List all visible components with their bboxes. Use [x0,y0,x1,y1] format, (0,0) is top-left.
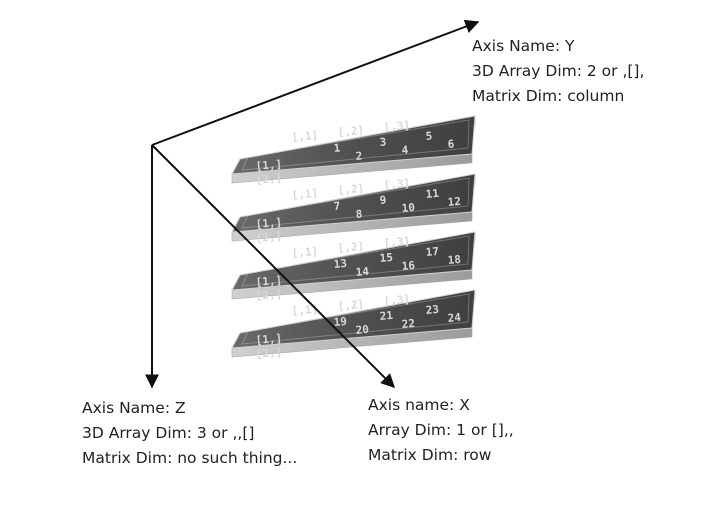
cell-value: 13 [333,257,347,271]
cell-value: 21 [379,309,394,323]
column-header: [,3] [383,293,411,308]
slab-highlight [241,235,470,287]
cell-value: 11 [425,187,440,201]
slab-top [231,115,476,175]
cell-value: 10 [401,201,415,215]
row-header: [2,] [255,288,283,303]
x-axis-name: Axis name: X [368,396,470,414]
cell-value: 12 [447,195,461,209]
cell-value: 4 [401,143,409,157]
axis-arrows [145,19,480,389]
column-header: [,2] [337,298,365,313]
column-header: [,1] [291,303,319,318]
cell-value: 5 [425,129,433,143]
column-header: [,3] [383,119,411,134]
row-header: [2,] [255,172,283,187]
matrix-layer: [,1] [,2] [,3] [1,][2,] 12 34 56 [231,115,476,187]
cell-value: 8 [355,207,363,221]
matrix-layers: [,1][,2][,3][1,][2,]192021222324[,1][,2]… [231,115,476,361]
z-axis-array-dim: 3D Array Dim: 3 or ,,[] [82,424,255,442]
column-header: [,1] [291,129,319,144]
y-axis-label: Axis Name: Y 3D Array Dim: 2 or ,[], Mat… [472,34,644,109]
cell-value: 19 [333,315,347,329]
x-axis-arrow [151,144,395,388]
z-axis-name: Axis Name: Z [82,399,186,417]
cell-value: 2 [355,149,363,163]
cell-value: 7 [333,199,341,213]
cell-value: 14 [355,265,370,279]
x-axis-label: Axis name: X Array Dim: 1 or [],, Matrix… [368,393,514,468]
column-header: [,3] [383,235,411,250]
cell-value: 17 [425,245,439,259]
column-header: [,2] [337,182,365,197]
cell-value: 20 [355,323,369,337]
row-header: [2,] [255,230,283,245]
row-header: [2,] [255,346,283,361]
cell-value: 15 [379,251,393,265]
y-axis-arrow [151,19,480,146]
row-header: [1,] [255,158,283,173]
column-header: [,1] [291,245,319,260]
cell-value: 23 [425,303,439,317]
slab-top [231,289,476,349]
cell-value: 6 [447,137,455,151]
x-axis-matrix-dim: Matrix Dim: row [368,446,492,464]
slab-top [231,231,476,291]
cell-value: 3 [379,135,387,149]
z-axis-matrix-dim: Matrix Dim: no such thing... [82,449,298,467]
row-header: [1,] [255,216,283,231]
cell-value: 18 [447,253,461,267]
y-axis-matrix-dim: Matrix Dim: column [472,87,625,105]
y-axis-name: Axis Name: Y [472,37,575,55]
cell-value: 1 [333,141,341,155]
slab-highlight [241,293,470,345]
cell-value: 16 [401,259,416,273]
column-header: [,1] [291,187,319,202]
cell-value: 22 [401,317,415,331]
row-header: [1,] [255,274,283,289]
row-header: [1,] [255,332,283,347]
column-header: [,2] [337,240,365,255]
cell-value: 9 [379,193,387,207]
slab-highlight [241,177,470,229]
z-axis-label: Axis Name: Z 3D Array Dim: 3 or ,,[] Mat… [82,396,297,471]
column-header: [,2] [337,124,365,139]
y-axis-array-dim: 3D Array Dim: 2 or ,[], [472,62,645,80]
cell-value: 24 [447,311,462,325]
slab-highlight [241,119,470,171]
column-header: [,3] [383,177,411,192]
x-axis-array-dim: Array Dim: 1 or [],, [368,421,514,439]
